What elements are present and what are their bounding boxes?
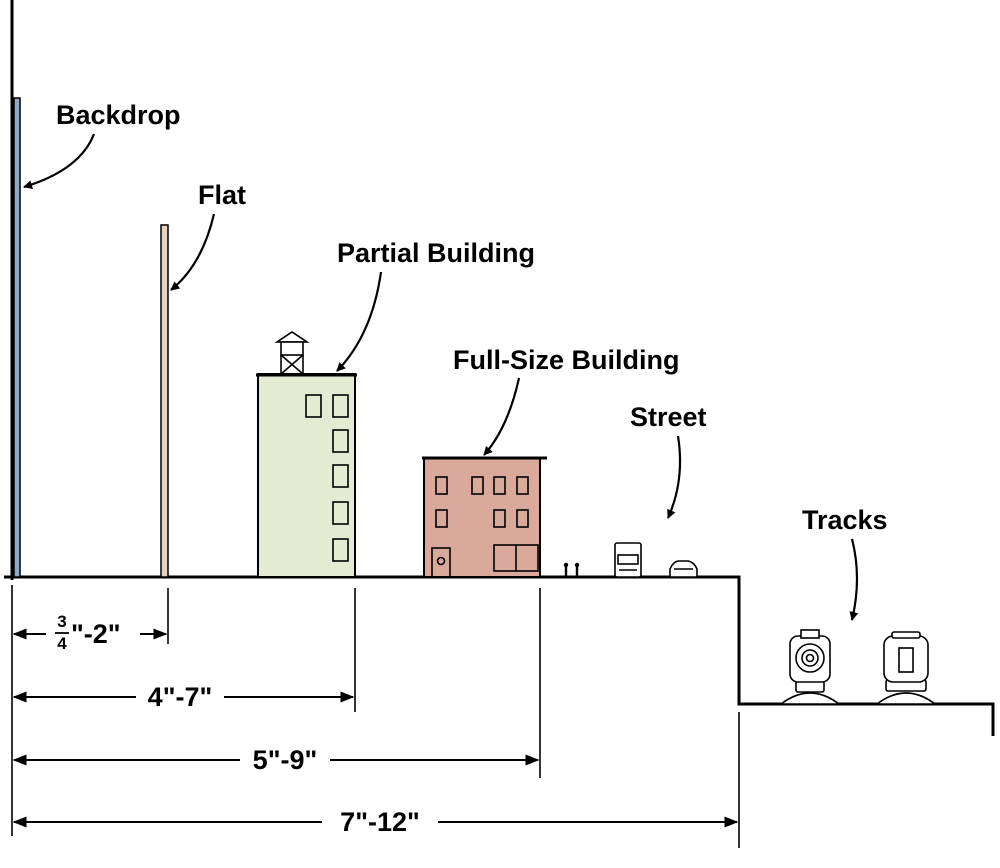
car-icon: [669, 560, 698, 578]
arrow-partial-building: [336, 271, 383, 372]
label-tracks: Tracks: [802, 505, 888, 535]
dimension-partial: 4"-7": [12, 682, 355, 712]
partial-building-windows: [305, 394, 349, 562]
arrow-backdrop: [23, 133, 96, 189]
dimension-full-size: 5"-9": [12, 745, 540, 775]
backdrop-panel: [13, 97, 21, 578]
dimension-flat: 3 4 "-2": [12, 612, 168, 653]
partial-building: [256, 331, 357, 578]
label-partial-building: Partial Building: [337, 238, 535, 268]
door-icon: [431, 547, 451, 578]
full-size-building-windows: [435, 476, 539, 572]
tracks: [778, 629, 938, 705]
arrow-full-size-building: [483, 377, 521, 456]
dimension-partial-value: 4"-7": [148, 682, 213, 712]
label-backdrop: Backdrop: [56, 100, 181, 130]
street: [563, 542, 698, 578]
dimensions: 3 4 "-2" 4"-7" 5"-9" 7"-12": [11, 585, 740, 848]
dimension-full-size-value: 5"-9": [253, 745, 318, 775]
label-street: Street: [630, 402, 707, 432]
label-flat: Flat: [198, 180, 246, 210]
full-size-building-body: [423, 457, 541, 578]
dimension-flat-value: "-2": [71, 619, 121, 649]
railcar-icon: [874, 631, 938, 705]
dimension-total: 7"-12": [12, 807, 739, 837]
dimension-flat-numerator: 3: [57, 612, 66, 631]
pedestrian-icon: [563, 562, 580, 576]
label-full-size-building: Full-Size Building: [453, 345, 679, 375]
callouts: Backdrop Flat Partial Building Full-Size…: [23, 100, 888, 621]
full-size-building: [422, 456, 547, 578]
backdrop: [13, 97, 21, 578]
locomotive-icon: [778, 629, 842, 705]
dimension-flat-denominator: 4: [57, 634, 67, 653]
water-tower-icon: [274, 331, 310, 375]
truck-icon: [614, 542, 642, 578]
dimension-total-value: 7"-12": [340, 807, 420, 837]
arrow-tracks: [849, 538, 859, 621]
flat: [160, 224, 169, 578]
arrow-street: [666, 435, 682, 519]
flat-panel: [160, 224, 169, 578]
arrow-flat: [170, 213, 216, 291]
